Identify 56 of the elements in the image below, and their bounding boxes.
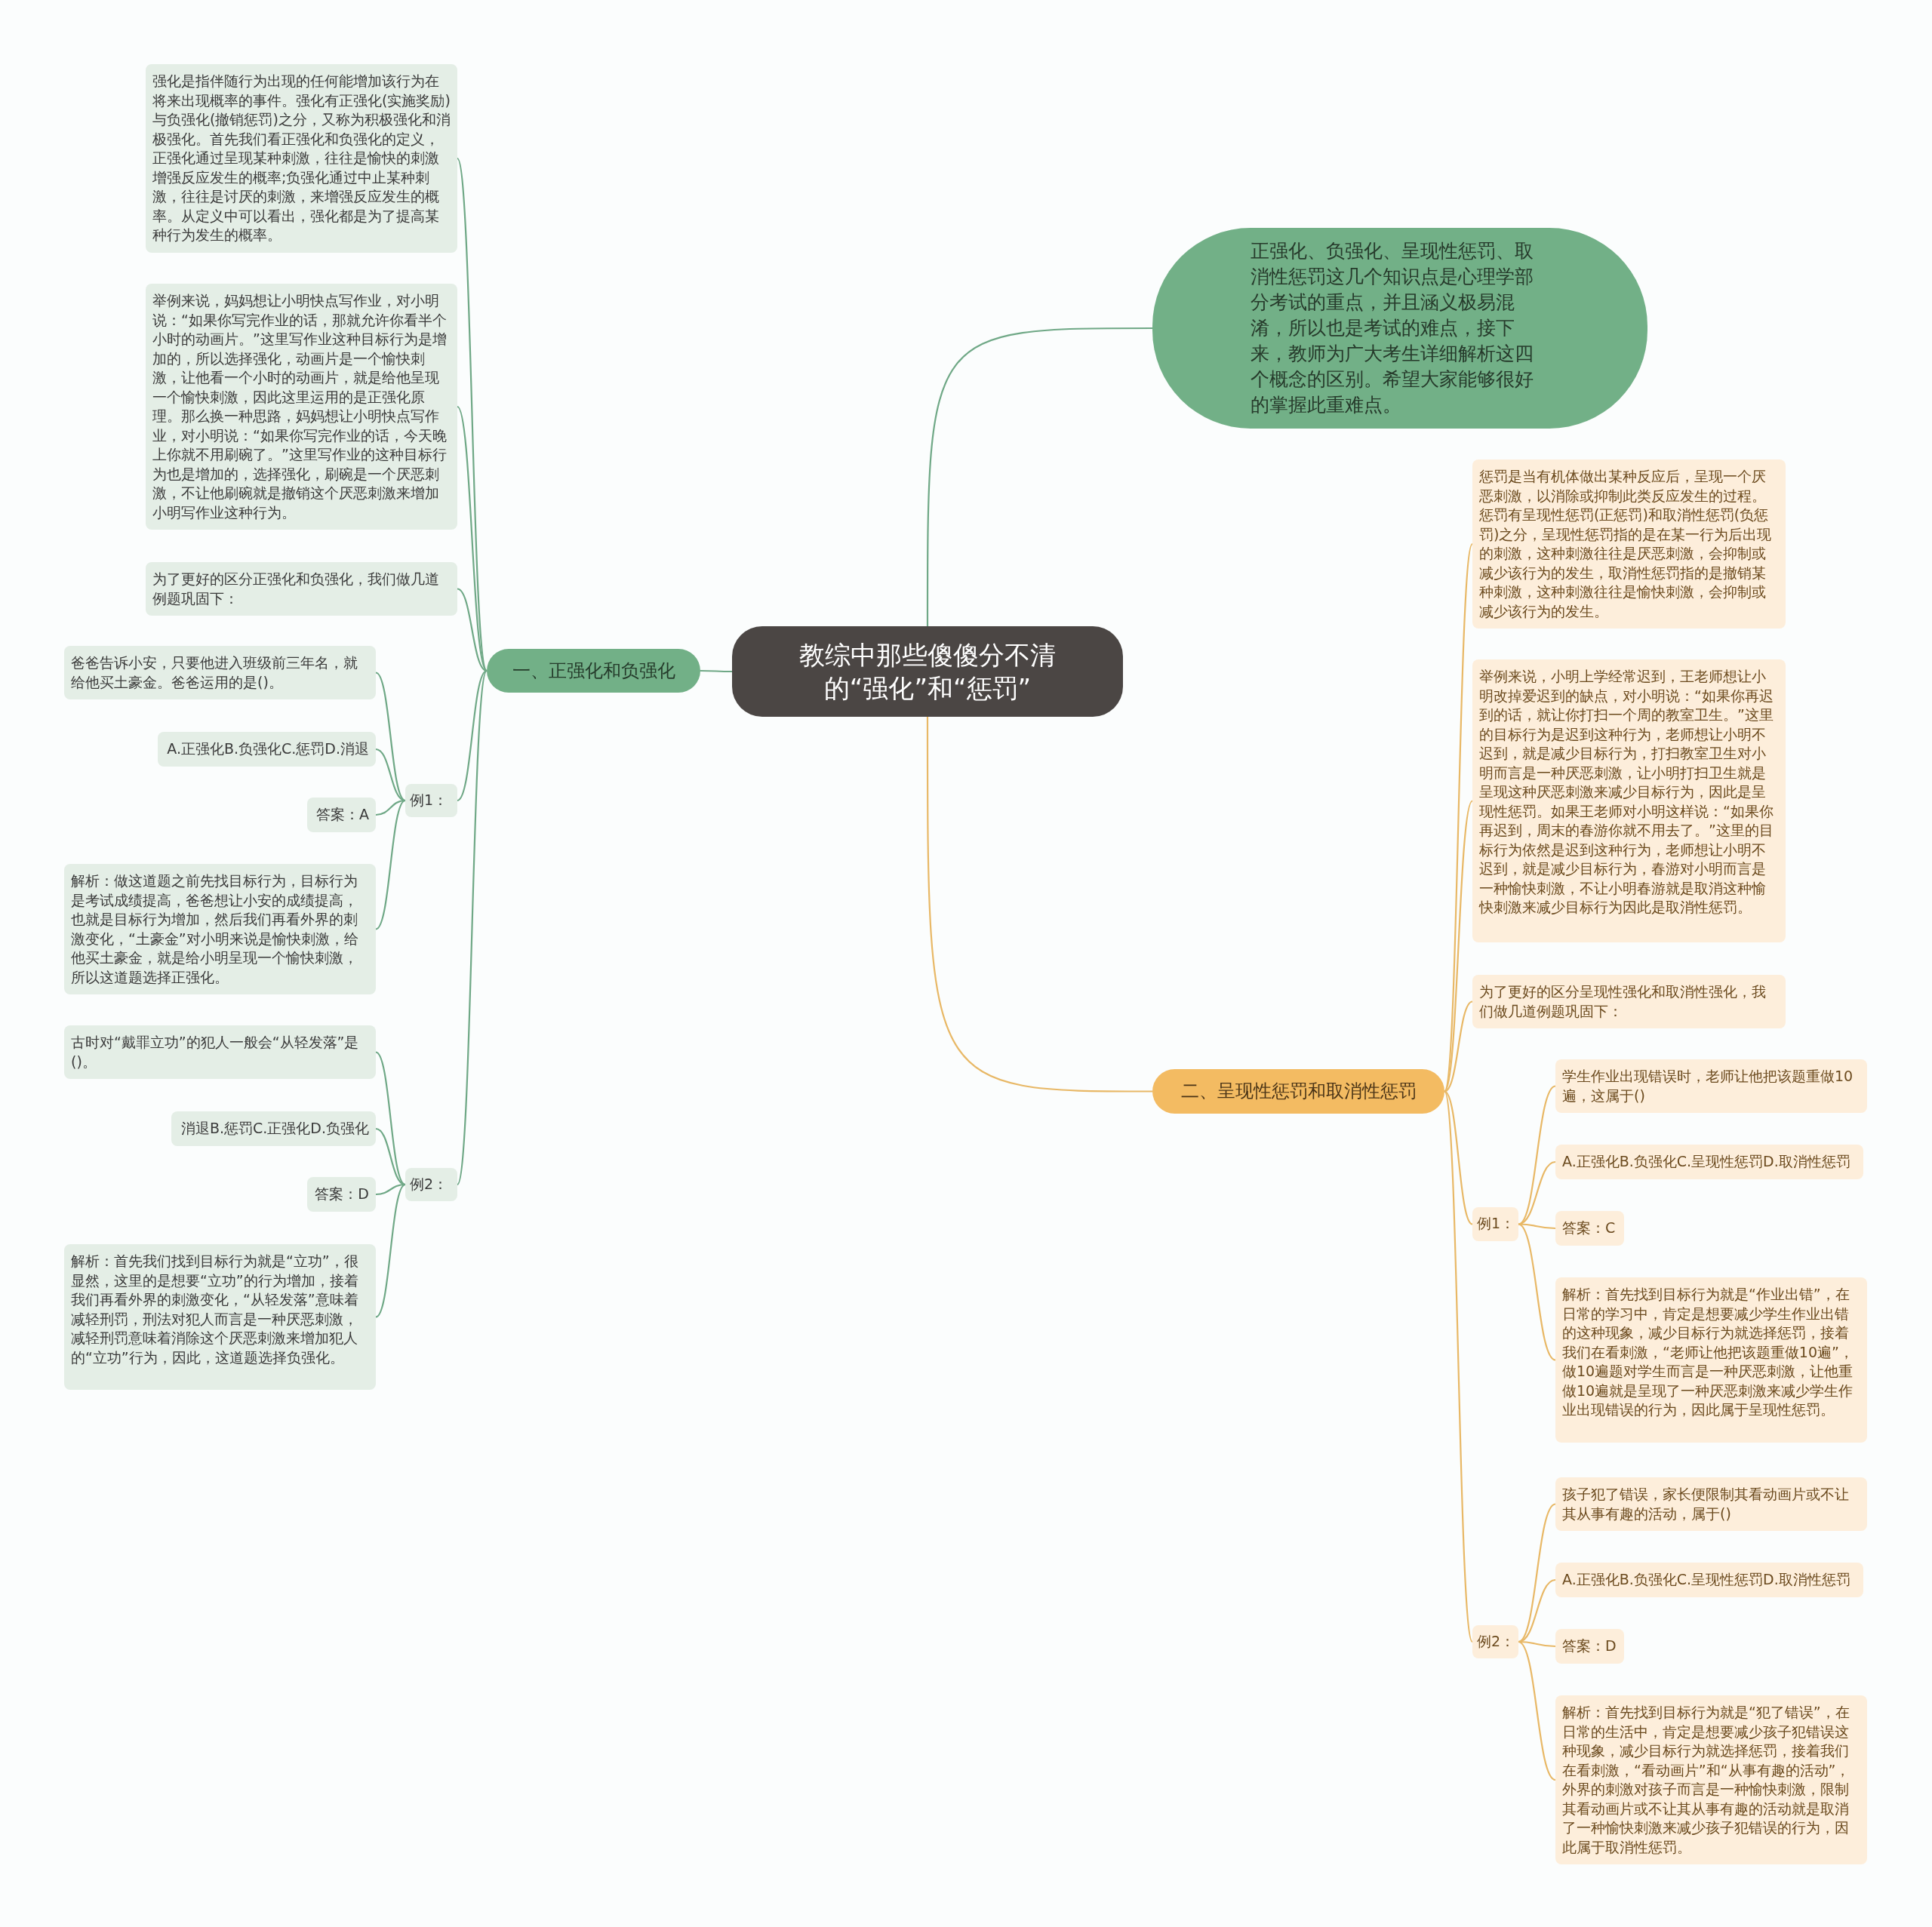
note-card: 答案：A	[307, 798, 376, 832]
connector-line	[1443, 1091, 1474, 1643]
note-card: 古时对“戴罪立功”的犯人一般会“从轻发落”是()。	[64, 1025, 376, 1079]
note-card: A.正强化B.负强化C.呈现性惩罚D.取消性惩罚	[1555, 1563, 1863, 1597]
connector-line	[926, 717, 1152, 1093]
note-card: 爸爸告诉小安，只要他进入班级前三年名，就给他买土豪金。爸爸运用的是()。	[64, 646, 376, 699]
note-card: 强化是指伴随行为出现的任何能增加该行为在将来出现概率的事件。强化有正强化(实施奖励)与负强化(撤销惩罚)之分，又称为积极强化和消极强化。首先我们看正强化和负强化的定义，正强化通过呈现某种刺激，往往是愉快的刺激增强反应发生的概率;负强化通过中止某种刺激，往往是讨厌的刺激，来增强反应发生的概率。从定义中可以看出，强化都是为了提高某种行为发生的概率。	[146, 64, 457, 253]
branch-topic: 一、正强化和负强化	[487, 649, 700, 693]
connector-line	[1518, 1641, 1556, 1781]
connector-line	[456, 670, 488, 1185]
connector-line	[375, 672, 406, 801]
note-card: 解析：首先找到目标行为就是“作业出错”，在日常的学习中，肯定是想要减少学生作业出错的这种现象，减少目标行为就选择惩罚，接着我们在看刺激，“老师让他把该题重做10遍”，做10遍题对学生而言是一种厌恶刺激，让他重做10遍就是呈现了一种厌恶刺激来减少学生作业出现错误的行为，因此属于呈现性惩罚。	[1555, 1277, 1867, 1443]
example-tag: 例1：	[405, 784, 457, 817]
connector-line	[375, 799, 406, 816]
central-topic: 教综中那些傻傻分不清的“强化”和“惩罚”	[732, 626, 1123, 717]
note-card: 答案：D	[1555, 1629, 1624, 1664]
connector-line	[1518, 1578, 1556, 1643]
connector-line	[1444, 800, 1473, 1093]
connector-line	[457, 670, 488, 801]
connector-line	[700, 669, 732, 673]
example-tag: 例1：	[1472, 1207, 1518, 1241]
connector-line	[375, 1183, 406, 1196]
example-tag: 例2：	[1472, 1625, 1518, 1658]
connector-line	[1444, 1000, 1473, 1093]
note-card: 为了更好的区分正强化和负强化，我们做几道例题巩固下：	[146, 562, 457, 616]
note-card: 答案：C	[1555, 1211, 1624, 1246]
note-card: 为了更好的区分呈现性强化和取消性强化，我们做几道例题巩固下：	[1472, 975, 1786, 1028]
connector-line	[375, 748, 406, 802]
connector-line	[375, 800, 406, 930]
connector-line	[1518, 1640, 1556, 1648]
connector-line	[1518, 1223, 1556, 1361]
note-card: 解析：首先找到目标行为就是“犯了错误”，在日常的生活中，肯定是想要减少孩子犯错误这种现象，减少目标行为就选择惩罚，接着我们在看刺激，“看动画片”和“从事有趣的活动”，外界的刺激对孩子而言是一种愉快刺激，限制其看动画片或不让其从事有趣的活动就是取消了一种愉快刺激来减少孩子犯错误的行为，因此属于取消性惩罚。	[1555, 1695, 1867, 1864]
note-card: 孩子犯了错误，家长便限制其看动画片或不让其从事有趣的活动，属于()	[1555, 1477, 1867, 1531]
connector-line	[375, 1184, 406, 1318]
connector-line	[457, 588, 488, 672]
connector-line	[926, 327, 1152, 626]
note-card: 消退B.惩罚C.正强化D.负强化	[171, 1111, 376, 1146]
example-tag: 例2：	[405, 1168, 457, 1201]
branch-topic: 二、呈现性惩罚和取消性惩罚	[1152, 1069, 1444, 1114]
connector-line	[457, 406, 488, 672]
connector-line	[1518, 1085, 1556, 1225]
intro-bubble: 正强化、负强化、呈现性惩罚、取消性惩罚这几个知识点是心理学部分考试的重点，并且涵义极易混淆，所以也是考试的难点，接下来，教师为广大考生详细解析这四个概念的区别。希望大家能够很好的掌握此重难点。	[1152, 228, 1647, 429]
note-card: 解析：做这道题之前先找目标行为，目标行为是考试成绩提高，爸爸想让小安的成绩提高，也就是目标行为增加，然后我们再看外界的刺激变化，“土豪金”对小明来说是愉快刺激，给他买土豪金，就是给小明呈现一个愉快刺激，所以这道题选择正强化。	[64, 864, 376, 994]
note-card: 答案：D	[307, 1177, 376, 1212]
connector-line	[1444, 1090, 1473, 1225]
note-card: A.正强化B.负强化C.惩罚D.消退	[158, 732, 376, 767]
note-card: A.正强化B.负强化C.呈现性惩罚D.取消性惩罚	[1555, 1145, 1863, 1179]
note-card: 学生作业出现错误时，老师让他把该题重做10遍，这属于()	[1555, 1059, 1867, 1113]
note-card: 举例来说，小明上学经常迟到，王老师想让小明改掉爱迟到的缺点，对小明说：“如果你再迟到的话，就让你打扫一个周的教室卫生。”这里的目标行为是迟到这种行为，老师想让小明不迟到，就是减少目标行为，打扫教室卫生对小明而言是一种厌恶刺激，让小明打扫卫生就是呈现这种厌恶刺激来减少目标行为，因此是呈现性惩罚。如果王老师对小明这样说：“如果你再迟到，周末的春游你就不用去了。”这里的目标行为依然是迟到这种行为，老师想让小明不迟到，就是减少目标行为，春游对小明而言是一种愉快刺激，不让小明春游就是取消这种愉快刺激来减少目标行为因此是取消性惩罚。	[1472, 659, 1786, 942]
connector-line	[375, 1127, 406, 1186]
connector-line	[375, 1051, 406, 1185]
note-card: 惩罚是当有机体做出某种反应后，呈现一个厌恶刺激，以消除或抑制此类反应发生的过程。惩罚有呈现性惩罚(正惩罚)和取消性惩罚(负惩罚)之分，呈现性惩罚指的是在某一行为后出现的刺激，这种刺激往往是厌恶刺激，会抑制或减少该行为的发生，取消性惩罚指的是撤销某种刺激，这种刺激往往是愉快刺激，会抑制或减少该行为的发生。	[1472, 459, 1786, 629]
connector-line	[1443, 543, 1474, 1092]
connector-line	[456, 158, 488, 672]
note-card: 解析：首先我们找到目标行为就是“立功”，很显然，这里的是想要“立功”的行为增加，接着我们再看外界的刺激变化，“从轻发落”意味着减轻刑罚，刑法对犯人而言是一种厌恶刺激，减轻刑罚意味着消除这个厌恶刺激来增加犯人的“立功”行为，因此，这道题选择负强化。	[64, 1244, 376, 1390]
note-card: 举例来说，妈妈想让小明快点写作业，对小明说：“如果你写完作业的话，那就允许你看半个小时的动画片。”这里写作业这种目标行为是增加的，所以选择强化，动画片是一个愉快刺激，让他看一个小时的动画片，就是给他呈现一个愉快刺激，因此这里运用的是正强化原理。那么换一种思路，妈妈想让小明快点写作业，对小明说：“如果你写完作业的话，今天晚上你就不用刷碗了。”这里写作业的这种目标行为也是增加的，选择强化，刷碗是一个厌恶刺激，不让他刷碗就是撤销这个厌恶刺激来增加小明写作业这种行为。	[146, 284, 457, 530]
